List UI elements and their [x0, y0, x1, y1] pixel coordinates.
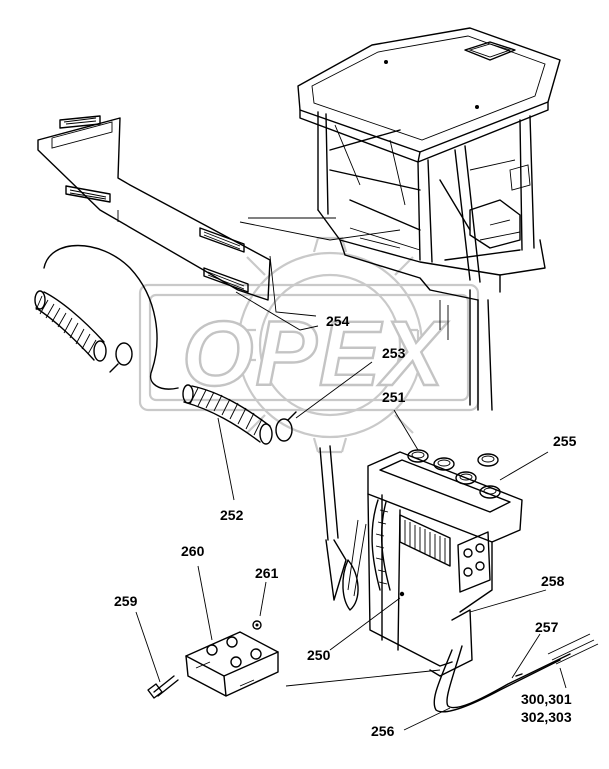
label-261: 261	[255, 565, 279, 581]
label-258: 258	[541, 573, 565, 589]
label-260: 260	[181, 543, 205, 559]
label-300-301: 300,301	[521, 691, 572, 707]
louver-2	[433, 457, 455, 471]
label-256: 256	[371, 723, 395, 739]
headliner-panel	[37, 115, 401, 301]
mounting-block	[185, 631, 279, 697]
label-257: 257	[535, 619, 559, 635]
vent-louver-icon	[59, 115, 249, 293]
label-302-303: 302,303	[521, 709, 572, 725]
heater-unit	[367, 451, 523, 677]
opex-watermark: OPEX	[138, 236, 480, 454]
bolt	[147, 675, 179, 699]
duct-hose-center	[182, 384, 273, 445]
louver-3	[455, 471, 477, 485]
label-254: 254	[326, 313, 350, 329]
linkage-arm	[319, 445, 367, 611]
leader-lines	[135, 217, 567, 731]
louver-5	[479, 485, 501, 499]
nut	[252, 620, 262, 630]
hose-clamp-center	[275, 411, 297, 442]
louver-4	[477, 453, 499, 467]
cab-assembly	[297, 27, 561, 411]
vent-louvers	[407, 449, 501, 499]
label-252: 252	[220, 507, 244, 523]
label-259: 259	[114, 593, 138, 609]
label-250: 250	[307, 647, 331, 663]
hose-clamp-left	[109, 342, 133, 373]
hose-lines	[433, 633, 599, 713]
label-253: 253	[382, 345, 406, 361]
label-255: 255	[553, 433, 577, 449]
label-251: 251	[382, 389, 406, 405]
part-labels: 254 253 251 255 252 260 261 259 258 257 …	[114, 313, 577, 739]
watermark-text: OPEX	[182, 303, 448, 405]
hose-clamp-wire	[43, 244, 179, 390]
duct-hose-left	[34, 290, 107, 362]
